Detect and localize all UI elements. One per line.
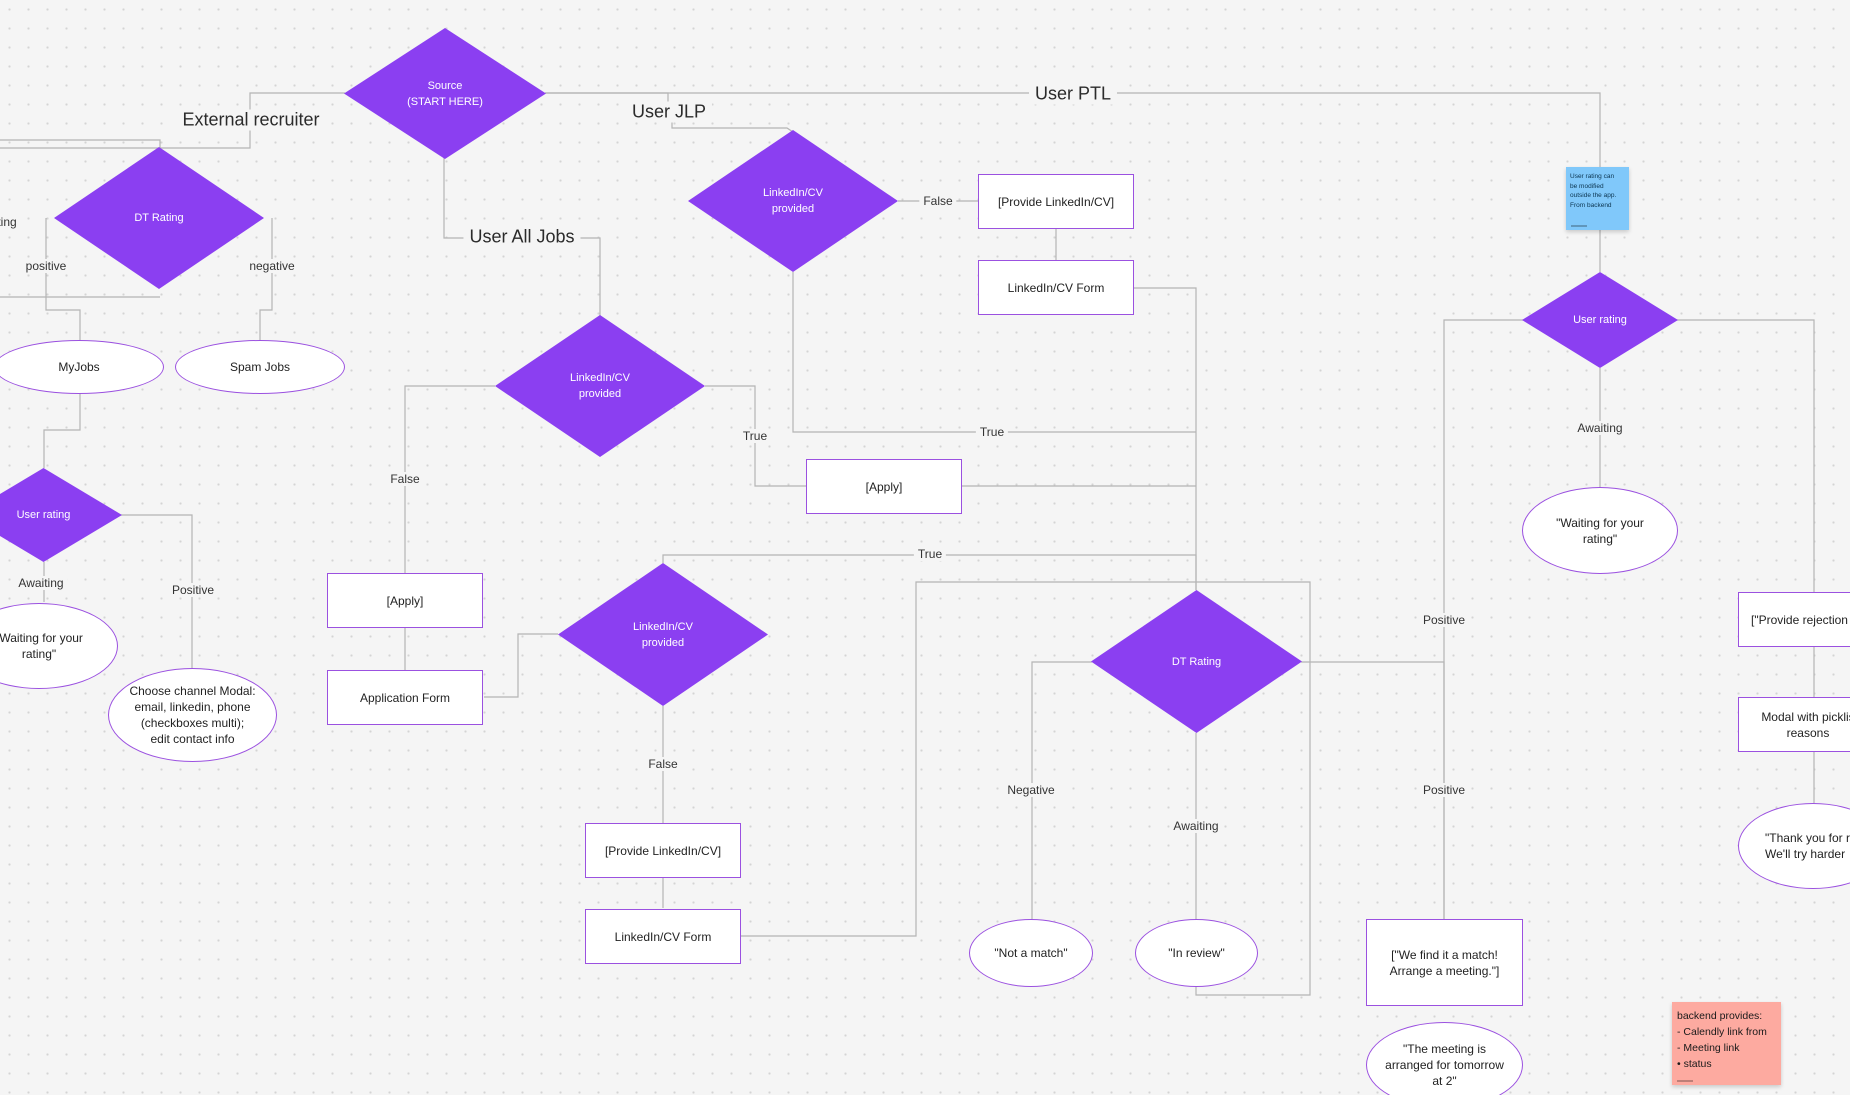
connector — [545, 92, 1601, 168]
sticky-note-blue[interactable]: User rating can be modified outside the … — [1566, 167, 1629, 230]
edge-label-positive-right: Positive — [1418, 613, 1470, 627]
edge-label-positive-left: Positive — [167, 583, 219, 597]
rejection-reason-box[interactable]: ["Provide rejection re — [1738, 592, 1850, 647]
thank-you-ellipse[interactable]: "Thank you for rat We'll try harder — [1738, 803, 1850, 889]
connector — [1133, 287, 1197, 590]
connector — [43, 394, 81, 468]
not-a-match-ellipse[interactable]: "Not a match" — [969, 919, 1093, 987]
linkedin-jlp-label: LinkedIn/CV provided — [763, 187, 823, 215]
edge-label-user-ptl: User PTL — [1028, 83, 1118, 105]
sticky-author-mark — [1677, 1080, 1693, 1082]
linkedin-provided-alljobs-diamond[interactable]: LinkedIn/CV provided — [495, 315, 705, 457]
edge-label-user-all-jobs: User All Jobs — [463, 226, 581, 248]
edge-label-external-recruiter: External recruiter — [176, 109, 326, 131]
user-rating-right-label: User rating — [1573, 314, 1627, 326]
sticky-note-blue-text: User rating can be modified outside the … — [1570, 173, 1617, 209]
connector — [120, 514, 193, 668]
linkedin-provided-lower-diamond[interactable]: LinkedIn/CV provided — [558, 563, 768, 706]
edge-label-negative-mid: Negative — [1003, 783, 1059, 797]
waiting-rating-left-ellipse[interactable]: "Waiting for your rating" — [0, 603, 118, 689]
connector — [1677, 319, 1850, 594]
edge-label-user-jlp: User JLP — [625, 101, 713, 123]
linkedin-provided-jlp-diamond[interactable]: LinkedIn/CV provided — [688, 130, 898, 272]
dt-rating-diamond-mid[interactable]: DT Rating — [1091, 590, 1302, 733]
connector — [792, 272, 1196, 433]
edge-label-awaiting-mid: Awaiting — [1169, 819, 1223, 833]
sticky-author-mark — [1571, 225, 1587, 227]
dt-rating-left-label: DT Rating — [134, 212, 184, 224]
connector — [0, 139, 161, 148]
edge-label-ting: ting — [0, 215, 21, 229]
provide-linkedin-jlp-box[interactable]: [Provide LinkedIn/CV] — [978, 174, 1134, 229]
edge-label-false-jlp: False — [919, 194, 957, 208]
edge-label-true-lower: True — [913, 547, 947, 561]
edge-label-true-alljobs: True — [738, 429, 772, 443]
apply-mid-box[interactable]: [Apply] — [806, 459, 962, 514]
waiting-rating-right-ellipse[interactable]: "Waiting for your rating" — [1522, 487, 1678, 574]
edge-label-false-lower: False — [644, 757, 682, 771]
channel-modal-ellipse[interactable]: Choose channel Modal: email, linkedin, p… — [108, 668, 277, 762]
linkedin-alljobs-label: LinkedIn/CV provided — [570, 372, 630, 400]
provide-linkedin-lower-box[interactable]: [Provide LinkedIn/CV] — [585, 823, 741, 878]
source-diamond[interactable]: Source (START HERE) — [344, 28, 546, 159]
linkedin-form-lower-box[interactable]: LinkedIn/CV Form — [585, 909, 741, 964]
spam-jobs-ellipse[interactable]: Spam Jobs — [175, 340, 345, 394]
apply-left-box[interactable]: [Apply] — [327, 573, 483, 628]
edge-label-false-alljobs: False — [386, 472, 424, 486]
meeting-arranged-ellipse[interactable]: "The meeting is arranged for tomorrow at… — [1366, 1022, 1523, 1095]
match-meeting-box[interactable]: ["We find it a match! Arrange a meeting.… — [1366, 919, 1523, 1006]
picklist-modal-box[interactable]: Modal with picklis reasons — [1738, 697, 1850, 752]
source-label: Source (START HERE) — [407, 79, 483, 108]
edge-label-positive: positive — [21, 259, 71, 273]
linkedin-lower-label: LinkedIn/CV provided — [633, 620, 693, 649]
edge-label-awaiting-right: Awaiting — [1573, 421, 1627, 435]
user-rating-diamond-left[interactable]: User rating — [0, 468, 122, 562]
connector — [1443, 319, 1523, 920]
application-form-box[interactable]: Application Form — [327, 670, 483, 725]
connector — [404, 385, 495, 573]
user-rating-left-label: User rating — [16, 509, 71, 521]
edge-label-negative: negative — [245, 259, 299, 273]
edge-label-awaiting-left: Awaiting — [14, 576, 68, 590]
connector — [741, 581, 1311, 996]
sticky-note-red[interactable]: backend provides: - Calendly link from -… — [1672, 1002, 1781, 1085]
sticky-note-red-text: backend provides: - Calendly link from -… — [1677, 1010, 1767, 1070]
connector — [484, 633, 558, 698]
edge-label-positive-mid: Positive — [1418, 783, 1470, 797]
dt-rating-mid-label: DT Rating — [1171, 655, 1222, 668]
myjobs-ellipse[interactable]: MyJobs — [0, 340, 164, 394]
edge-label-true-jlp: True — [975, 425, 1009, 439]
dt-rating-diamond-left[interactable]: DT Rating — [54, 147, 264, 289]
user-rating-diamond-right[interactable]: User rating — [1522, 272, 1678, 368]
linkedin-form-jlp-box[interactable]: LinkedIn/CV Form — [978, 260, 1134, 315]
in-review-ellipse[interactable]: "In review" — [1135, 919, 1258, 987]
connector — [1031, 661, 1092, 919]
